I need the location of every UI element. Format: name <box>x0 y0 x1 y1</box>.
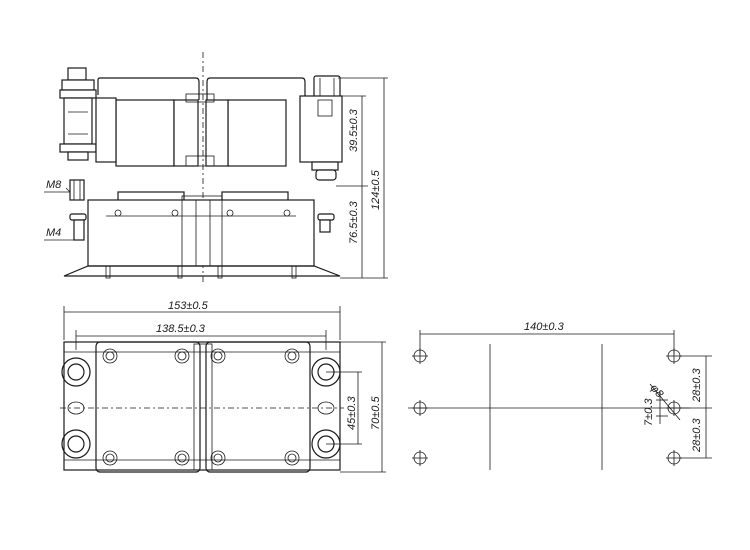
dim-124: 124±0.5 <box>370 169 382 210</box>
top-view: 153±0.5 138.5±0.3 <box>60 300 386 473</box>
label-m4: M4 <box>46 227 61 239</box>
base-plate <box>63 265 341 277</box>
left-m4-screw-head <box>69 213 87 221</box>
left-side-block <box>95 97 117 163</box>
right-bolt-window <box>317 99 333 117</box>
mounting-holes <box>412 348 682 466</box>
right-module-plate <box>205 341 311 473</box>
dim-39-5: 39.5±0.3 <box>348 108 360 152</box>
dim-138-5: 138.5±0.3 <box>156 323 206 335</box>
right-lower-nut <box>315 169 337 181</box>
left-lower-nut <box>67 151 89 161</box>
left-module-plate <box>95 341 201 473</box>
left-m4-screw-body <box>73 219 85 241</box>
dim-76-5: 76.5±0.3 <box>348 200 360 244</box>
dim-70: 70±0.5 <box>370 396 382 430</box>
right-m4-screw-head <box>317 213 335 221</box>
center-top-cap <box>185 93 215 103</box>
right-bolt-column <box>299 95 343 163</box>
right-nut-top <box>313 75 341 99</box>
m8-bolt <box>69 179 85 201</box>
right-lower-washer <box>311 161 339 171</box>
right-terminal-body <box>227 99 287 167</box>
left-terminal-body <box>115 99 175 167</box>
dim-45: 45±0.3 <box>346 396 358 430</box>
left-washer <box>59 89 97 99</box>
left-nut <box>61 79 95 91</box>
dim-28-bottom: 28±0.3 <box>691 418 703 453</box>
dim-28-top: 28±0.3 <box>691 368 703 403</box>
left-bolt-column <box>63 97 93 145</box>
mounting-pattern-view: 140±0.3 φ8 7±0.3 28±0.3 28±0.3 <box>408 321 712 470</box>
right-busbar <box>206 77 306 100</box>
dim-7: 7±0.3 <box>643 398 655 426</box>
label-m8: M8 <box>46 179 62 191</box>
left-busbar <box>97 77 200 100</box>
left-lower-washer <box>59 143 97 153</box>
left-bolt-head <box>67 67 87 81</box>
right-m4-screw-body <box>319 219 331 233</box>
side-view: M8 M4 39.5±0.3 76.5±0.3 124±0.5 <box>44 52 388 285</box>
dim-153: 153±0.5 <box>168 300 209 312</box>
dim-140: 140±0.3 <box>524 321 565 333</box>
center-bottom-cap <box>185 155 215 167</box>
center-gap-strip <box>193 343 213 471</box>
center-right-block <box>205 99 229 167</box>
module-housing <box>87 199 315 267</box>
